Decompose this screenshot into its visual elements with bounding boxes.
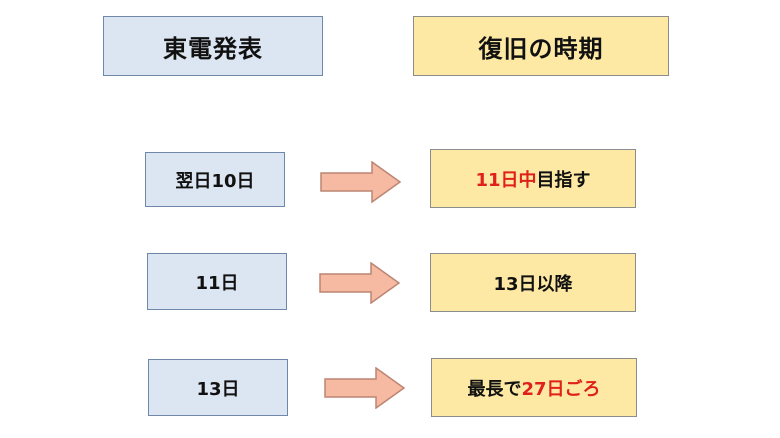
announcement-box-2: 11日 [147, 253, 287, 310]
arrow-icon-3 [324, 367, 406, 409]
recovery-rest-1: 目指す [536, 169, 591, 191]
arrow-icon-1 [320, 161, 402, 203]
recovery-text-3: 最長で27日ごろ [467, 375, 600, 401]
arrow-icon-2 [319, 262, 401, 304]
header-announcement: 東電発表 [103, 16, 323, 76]
header-recovery-timing: 復旧の時期 [413, 16, 669, 76]
announcement-text-1: 翌日10日 [175, 170, 255, 192]
announcement-text-3: 13日 [196, 378, 240, 400]
recovery-highlight-1: 11日中 [475, 169, 537, 191]
announcement-box-1: 翌日10日 [145, 152, 285, 207]
announcement-box-3: 13日 [148, 359, 288, 416]
recovery-prefix-3: 最長で [467, 378, 522, 400]
header-announcement-label: 東電発表 [163, 34, 263, 63]
recovery-box-2: 13日以降 [430, 253, 636, 312]
recovery-highlight-3: 27日ごろ [521, 378, 601, 400]
recovery-box-3: 最長で27日ごろ [431, 358, 637, 417]
recovery-text-1: 11日中目指す [475, 166, 590, 192]
recovery-box-1: 11日中目指す [430, 149, 636, 208]
header-recovery-label: 復旧の時期 [478, 34, 604, 63]
announcement-text-2: 11日 [195, 272, 239, 294]
recovery-text-2: 13日以降 [493, 273, 573, 295]
